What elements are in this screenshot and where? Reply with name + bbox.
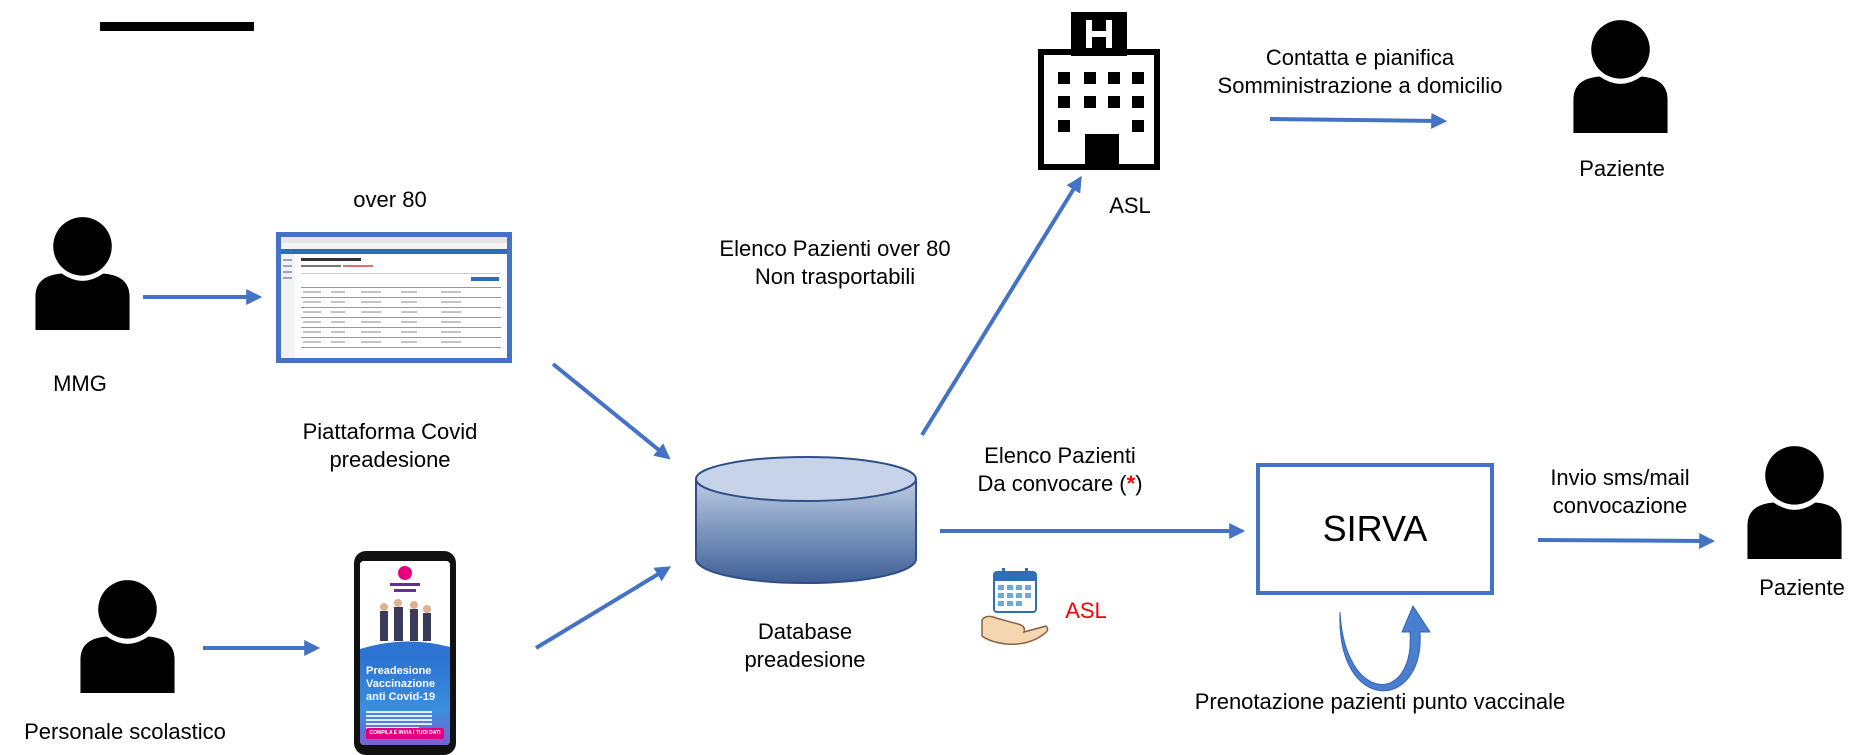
arrow-sirva-to-paziente [1537,532,1716,549]
label-invio: Invio sms/mail convocazione [1550,465,1690,518]
phone-title: Preadesione Vaccinazione anti Covid-19 [366,665,436,703]
arrow-phone-to-database [534,566,672,650]
sirva-box: SIRVA [1256,463,1494,595]
hospital-icon [1038,12,1160,170]
label-piattaforma: Piattaforma Covid preadesione [302,419,478,472]
label-elenco-convocare: Elenco Pazienti Da convocare (*) [977,443,1143,496]
label-asl-calendar: ASL [1065,598,1107,623]
label-paziente-right: Paziente [1759,575,1845,600]
platform-screenshot-content [281,237,507,358]
platform-screenshot [276,232,512,363]
label-prenotazione: Prenotazione pazienti punto vaccinale [1194,689,1566,714]
database-icon [695,456,917,584]
calendar-hand-icon [981,568,1049,646]
label-elenco-over80: Elenco Pazienti over 80 Non trasportabil… [719,236,951,289]
label-database: Database preadesione [744,619,866,672]
phone-screen: Preadesione Vaccinazione anti Covid-19 C… [360,561,450,745]
label-over-80: over 80 [353,187,427,212]
phone-submit-button: COMPILA E INVIA I TUOI DATI [366,728,444,739]
person-icon-paziente-right [1747,446,1842,559]
label-personale-scolastico: Personale scolastico [24,719,226,744]
label-mmg: MMG [53,371,107,396]
person-icon-personale [80,580,175,693]
arrow-database-to-asl [920,175,1082,437]
asterisk-marker: * [1126,471,1136,496]
person-icon-mmg [35,217,130,330]
header-bar [100,22,254,31]
person-icon-paziente-top [1573,20,1668,133]
arrow-platform-to-database [551,362,671,460]
label-asl-top: ASL [1109,193,1151,218]
phone-illustration [360,561,450,659]
phone-mockup: Preadesione Vaccinazione anti Covid-19 C… [354,551,456,755]
label-paziente-top: Paziente [1579,156,1665,181]
label-contatta: Contatta e pianifica Somministrazione a … [1217,45,1503,98]
sirva-label: SIRVA [1322,508,1428,549]
arrow-asl-to-paziente [1269,112,1448,129]
u-turn-arrow [1339,604,1431,692]
